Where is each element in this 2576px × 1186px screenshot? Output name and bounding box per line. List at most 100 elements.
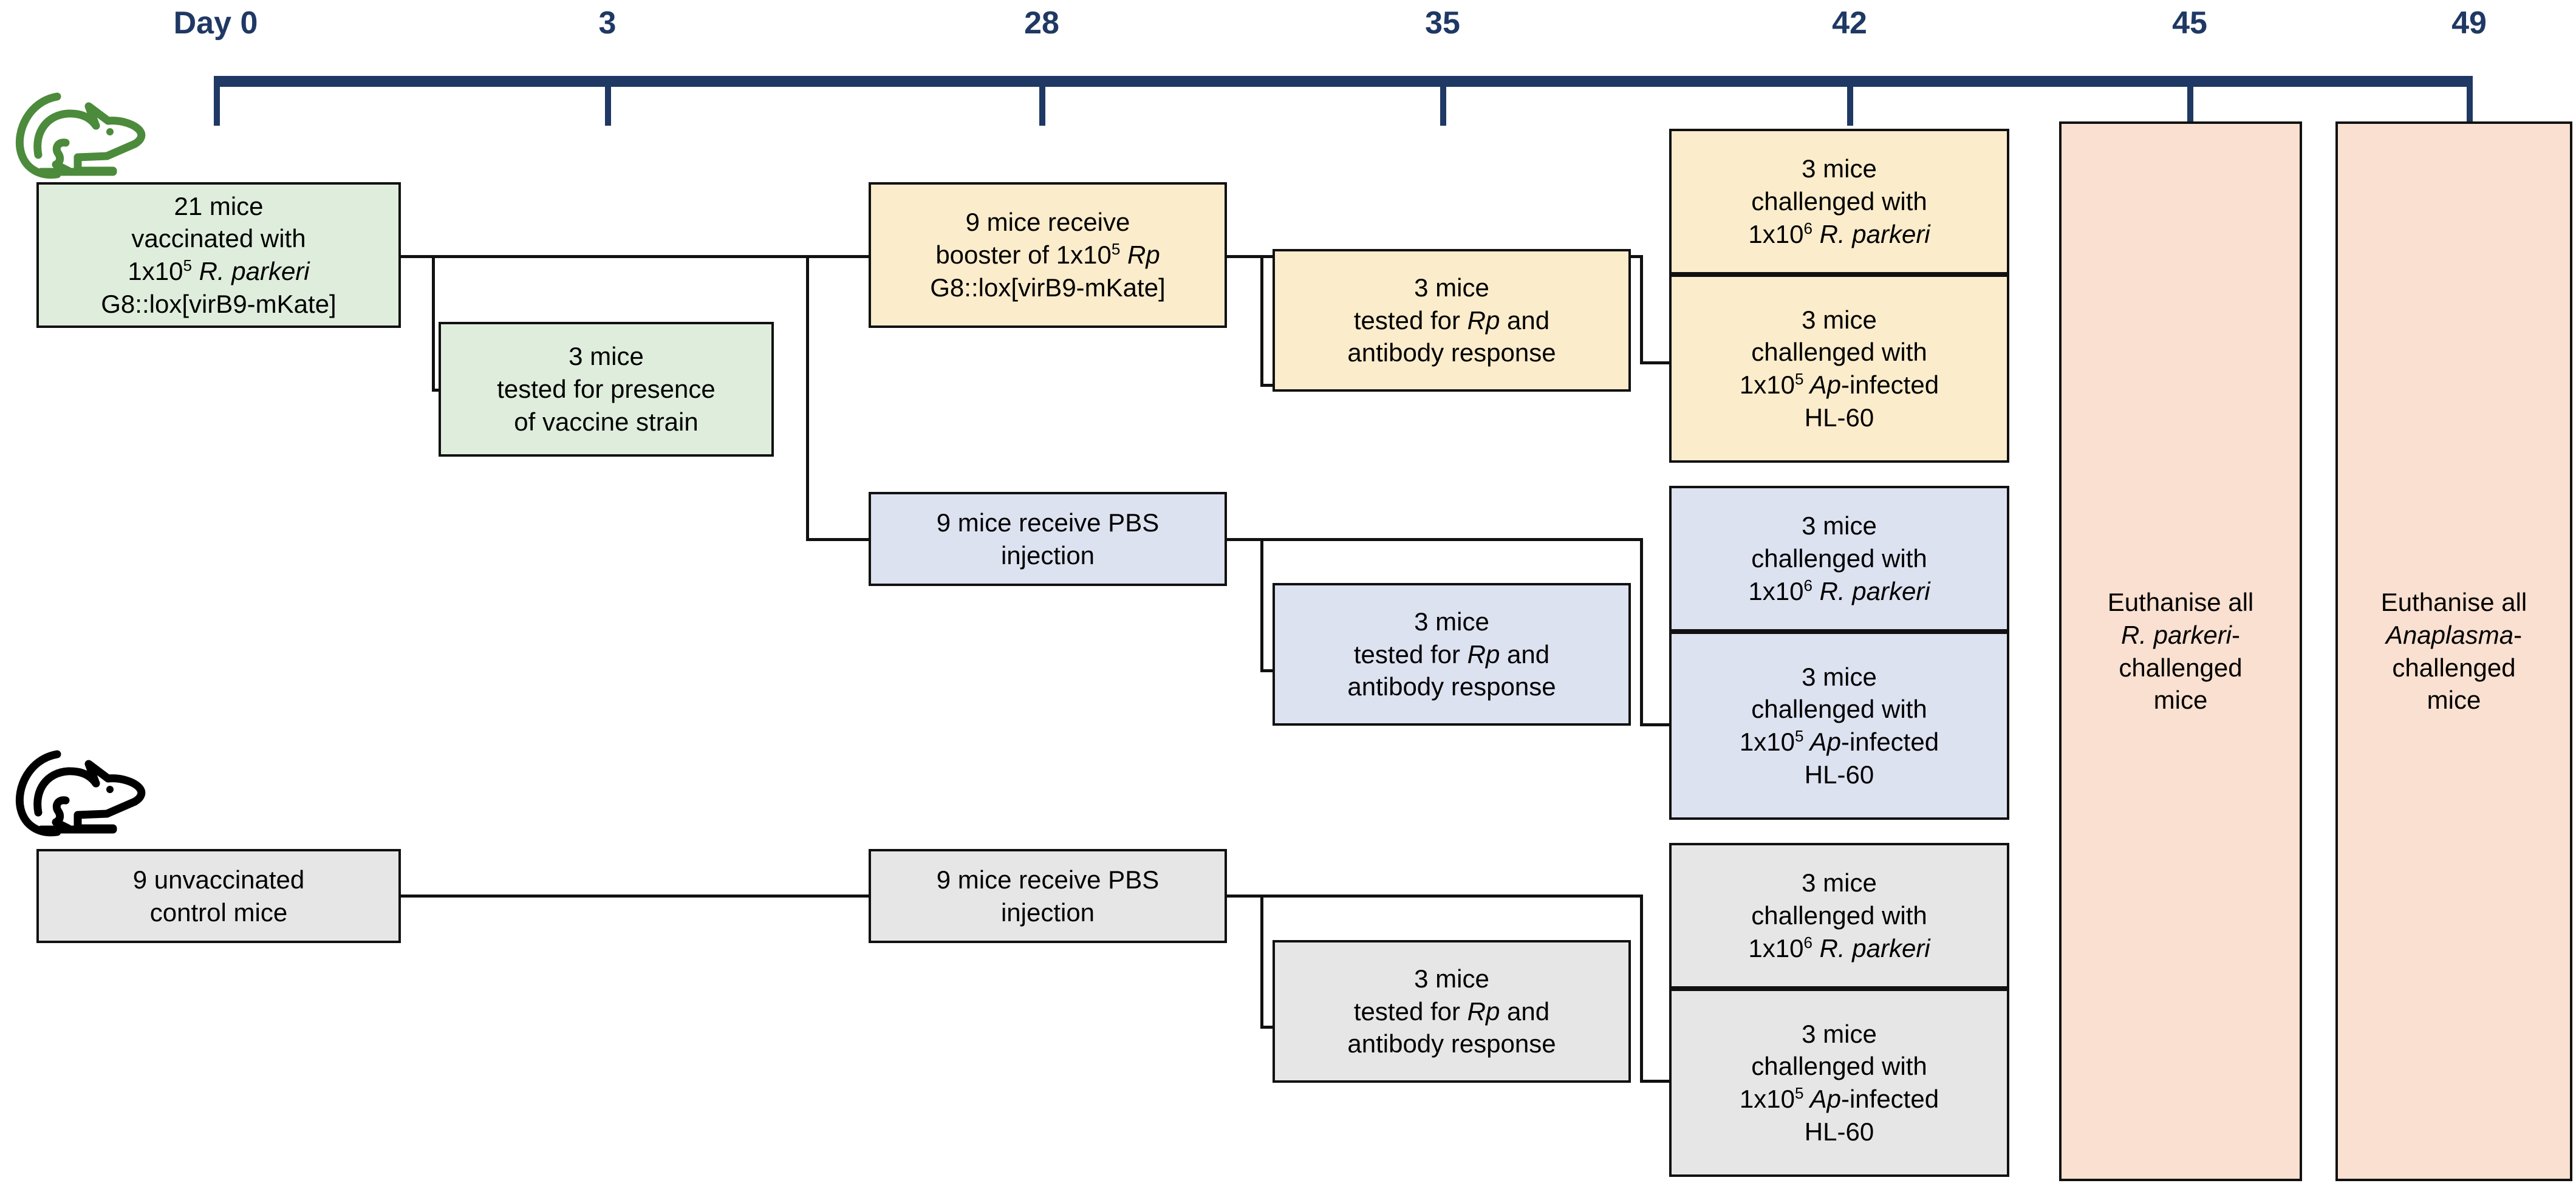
box-line: tested for Rp and [1353, 639, 1550, 669]
box-line: booster of 1x105 Rp [935, 240, 1160, 270]
box-line: antibody response [1347, 672, 1556, 701]
connector-booster-vert [1260, 255, 1263, 386]
timeline-tick-label-42: 42 [1832, 5, 1867, 41]
box-line: mice [2427, 686, 2481, 715]
box-pbs-vaccinated: 9 mice receive PBS injection [869, 492, 1227, 586]
box-pbs-challenge-rparkeri: 3 mice challenged with 1x106 R. parkeri [1669, 486, 2009, 632]
timeline-tick-label-28: 28 [1024, 5, 1059, 41]
timeline-tick-49 [2467, 76, 2473, 126]
box-line: vaccinated with [131, 224, 306, 253]
box-line: 1x105 Ap-infected [1739, 370, 1939, 399]
connector-pbsc-vert [1260, 895, 1263, 1028]
box-line: 1x106 R. parkeri [1748, 933, 1930, 963]
box-line: HL-60 [1804, 760, 1874, 789]
box-line: 3 mice [1414, 964, 1489, 993]
connector-g-chal-vert [1640, 895, 1643, 1083]
box-line: tested for presence [497, 375, 716, 404]
box-booster-test: 3 mice tested for Rp and antibody respon… [1273, 249, 1631, 392]
box-line: G8::lox[virB9-mKate] [101, 289, 337, 318]
box-line: Anaplasma- [2385, 620, 2523, 649]
box-line: 1x106 R. parkeri [1748, 576, 1930, 605]
timeline-tick-label-35: 35 [1425, 5, 1460, 41]
box-booster: 9 mice receive booster of 1x105 Rp G8::l… [869, 182, 1227, 328]
timeline-tick-label-day0: Day 0 [173, 5, 258, 41]
connector-vacc-to-d28 [432, 255, 869, 258]
box-line: challenged [2119, 653, 2243, 682]
box-line: of vaccine strain [514, 407, 699, 436]
box-line: 3 mice [1802, 305, 1877, 334]
box-line: antibody response [1347, 338, 1556, 367]
box-line: challenged with [1751, 695, 1927, 724]
connector-pbsv-out [1226, 538, 1263, 541]
timeline-tick-3 [605, 76, 611, 126]
timeline-tick-day0 [214, 76, 220, 126]
box-line: 21 mice [174, 191, 264, 220]
connector-d28-to-pbs [806, 538, 870, 541]
box-line: 9 unvaccinated [132, 865, 305, 894]
connector-pbsv-top [1260, 538, 1643, 541]
box-control-test: 3 mice tested for Rp and antibody respon… [1273, 940, 1631, 1083]
box-line: 9 mice receive PBS [936, 508, 1160, 537]
connector-vacc-vert [432, 255, 435, 392]
timeline-axis [214, 76, 2472, 87]
box-line: tested for Rp and [1353, 997, 1550, 1026]
box-pbs-vaccinated-test: 3 mice tested for Rp and antibody respon… [1273, 583, 1631, 726]
connector-b-chal-ap [1640, 723, 1670, 726]
mouse-icon-vaccinated [15, 92, 146, 179]
box-line: challenged with [1751, 338, 1927, 367]
timeline-tick-35 [1440, 76, 1446, 126]
connector-booster-to-test [1260, 384, 1274, 387]
box-control-challenge-rparkeri: 3 mice challenged with 1x106 R. parkeri [1669, 843, 2009, 989]
connector-pbsv-to-test [1260, 669, 1274, 672]
connector-g-chal-ap [1640, 1080, 1670, 1083]
connector-pbsc-out [1226, 895, 1263, 898]
timeline-tick-label-3: 3 [598, 5, 617, 41]
box-vaccinated-mice: 21 mice vaccinated with 1x105 R. parkeri… [36, 182, 401, 328]
box-line: Euthanise all [2380, 588, 2527, 616]
box-line: challenged with [1751, 1052, 1927, 1081]
connector-b-chal-vert [1640, 538, 1643, 726]
connector-pbsv-vert [1260, 538, 1263, 672]
timeline-tick-42 [1847, 76, 1853, 126]
box-line: 3 mice [1414, 607, 1489, 636]
box-line: injection [1000, 540, 1095, 570]
box-line: challenged with [1751, 187, 1927, 216]
mouse-icon-control [15, 750, 146, 837]
box-line: R. parkeri- [2120, 620, 2241, 649]
box-line: 9 mice receive PBS [936, 865, 1160, 894]
box-line: challenged with [1751, 544, 1927, 573]
box-line: 9 mice receive [965, 208, 1130, 237]
box-euthanise-rparkeri: Euthanise all R. parkeri- challenged mic… [2059, 121, 2302, 1181]
connector-booster-out [1226, 255, 1263, 258]
box-line: injection [1000, 898, 1095, 927]
box-control-mice: 9 unvaccinated control mice [36, 849, 401, 943]
connector-vacc-out [398, 255, 435, 258]
connector-pbsc-top [1260, 895, 1643, 898]
box-line: G8::lox[virB9-mKate] [930, 273, 1166, 302]
connector-d28-vert [806, 255, 809, 540]
box-line: mice [2153, 686, 2208, 715]
box-booster-challenge-anaplasma: 3 mice challenged with 1x105 Ap-infected… [1669, 274, 2009, 463]
timeline-tick-label-45: 45 [2172, 5, 2207, 41]
box-line: 3 mice [1802, 154, 1877, 183]
box-line: challenged with [1751, 901, 1927, 930]
box-line: challenged [2392, 653, 2516, 682]
box-control-challenge-anaplasma: 3 mice challenged with 1x105 Ap-infected… [1669, 989, 2009, 1177]
box-booster-challenge-rparkeri: 3 mice challenged with 1x106 R. parkeri [1669, 129, 2009, 274]
box-line: tested for Rp and [1353, 305, 1550, 335]
box-line: HL-60 [1804, 1117, 1874, 1146]
box-line: 1x105 R. parkeri [128, 256, 310, 285]
connector-control-to-pbs [398, 895, 870, 898]
box-line: 3 mice [1802, 1019, 1877, 1048]
box-vaccine-strain-test: 3 mice tested for presence of vaccine st… [439, 322, 774, 457]
box-line: 3 mice [569, 342, 644, 371]
box-line: 3 mice [1414, 273, 1489, 302]
box-line: 1x105 Ap-infected [1739, 727, 1939, 756]
box-line: antibody response [1347, 1029, 1556, 1058]
box-control-pbs: 9 mice receive PBS injection [869, 849, 1227, 943]
box-line: 3 mice [1802, 662, 1877, 691]
box-line: 3 mice [1802, 511, 1877, 540]
box-line: control mice [149, 898, 288, 927]
box-line: Euthanise all [2107, 588, 2254, 616]
